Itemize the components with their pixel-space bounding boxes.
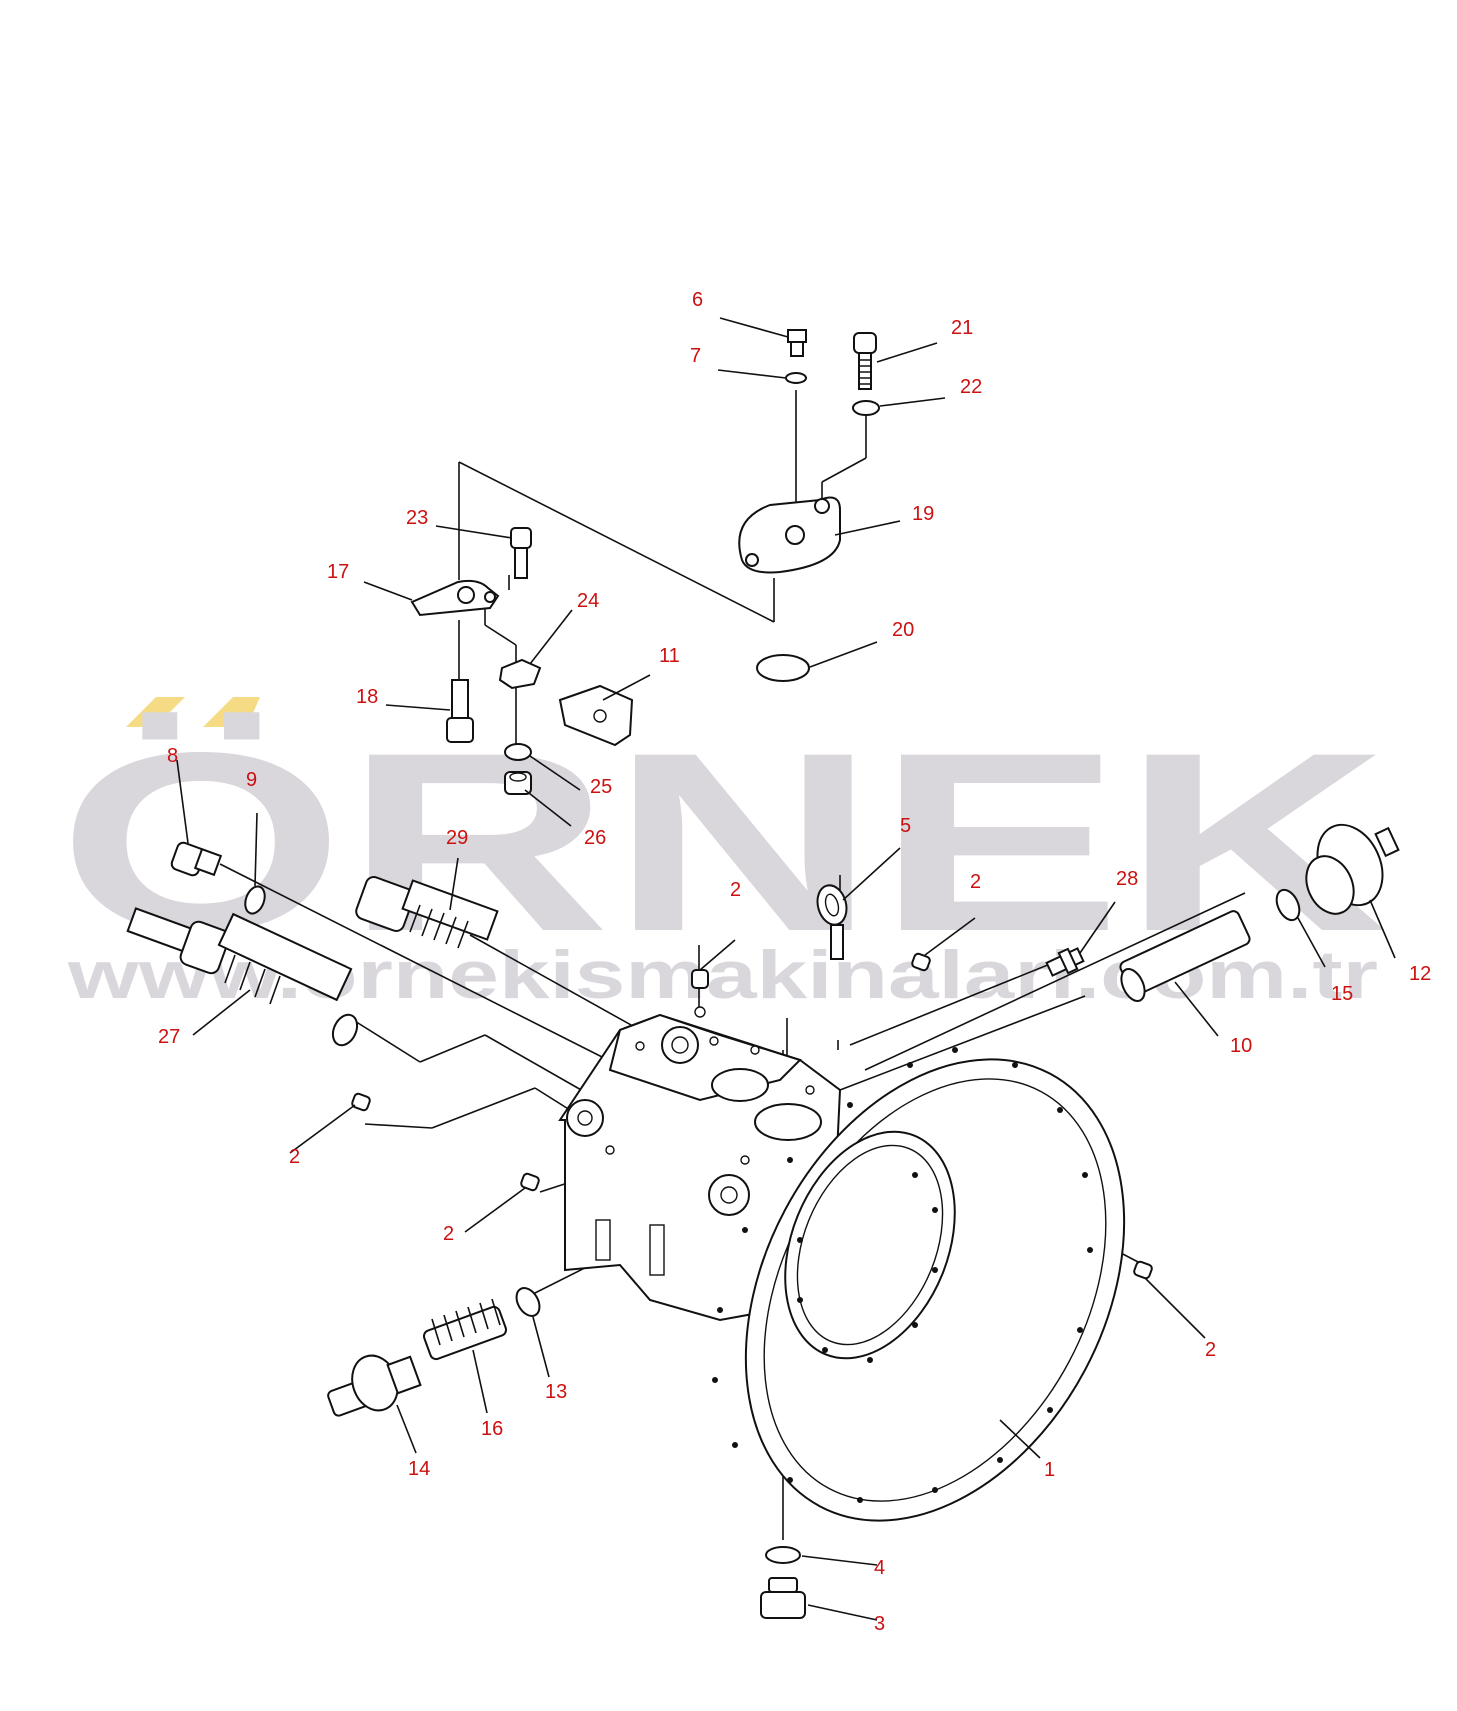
parts [126, 329, 1400, 1619]
callout-2: 2 [1205, 1339, 1216, 1361]
part-14-plug [327, 1354, 422, 1417]
part-11-block [558, 684, 634, 747]
part-17-lever [410, 579, 500, 617]
callout-23: 23 [406, 507, 428, 529]
callout-4: 4 [874, 1557, 885, 1579]
part-25-washer [504, 743, 532, 761]
callout-27: 27 [158, 1026, 180, 1048]
part-22-washer [852, 400, 880, 416]
part-4-oring [765, 1546, 801, 1564]
callout-3: 3 [874, 1613, 885, 1635]
callout-6: 6 [692, 289, 703, 311]
callout-28: 28 [1116, 868, 1138, 890]
callout-5: 5 [900, 815, 911, 837]
callout-2: 2 [730, 879, 741, 901]
callout-16: 16 [481, 1418, 503, 1440]
part-26-nut [504, 771, 532, 795]
part-21-bolt [853, 332, 877, 390]
callout-9: 9 [246, 769, 257, 791]
callout-15: 15 [1331, 983, 1353, 1005]
callout-labels: 1 2 2 2 2 2 3 4 5 6 7 8 9 10 11 12 13 14… [158, 289, 1431, 1635]
part-8-plug [170, 841, 223, 877]
callout-29: 29 [446, 827, 468, 849]
part-10-sleeve [1119, 910, 1251, 1002]
callout-19: 19 [912, 503, 934, 525]
callout-17: 17 [327, 561, 349, 583]
callout-2: 2 [289, 1146, 300, 1168]
callout-13: 13 [545, 1381, 567, 1403]
leader-lines [176, 317, 1396, 1621]
callout-18: 18 [356, 686, 378, 708]
part-20-oring [756, 654, 810, 682]
part-5-eyebolt [816, 884, 848, 960]
part-13-oring [515, 1287, 541, 1317]
callout-25: 25 [590, 776, 612, 798]
part-23-pin [510, 527, 532, 579]
part-19-cover [738, 496, 841, 574]
part-9-oring [244, 885, 266, 915]
part-16-spring [422, 1298, 508, 1361]
callout-7: 7 [690, 345, 701, 367]
callout-2: 2 [443, 1223, 454, 1245]
callout-10: 10 [1230, 1035, 1252, 1057]
part-18-bolt [446, 679, 474, 743]
watermark-umlaut-left [126, 697, 185, 727]
callout-1: 1 [1044, 1459, 1055, 1481]
part-28-fitting [1045, 947, 1085, 977]
part-15-oring [1275, 888, 1301, 922]
part-6-bolt [787, 329, 807, 357]
part-12-plug [1305, 823, 1400, 915]
callout-14: 14 [408, 1458, 430, 1480]
part-3-plug [760, 1577, 806, 1619]
callout-2: 2 [970, 871, 981, 893]
callout-21: 21 [951, 317, 973, 339]
watermark-umlaut-right [203, 697, 260, 727]
callout-8: 8 [167, 745, 178, 767]
part-27-spool [126, 907, 359, 1047]
callout-20: 20 [892, 619, 914, 641]
part-7-oring [785, 372, 807, 384]
callout-22: 22 [960, 376, 982, 398]
pump-housing [558, 1006, 1126, 1522]
part-24-nut [498, 658, 542, 690]
part-2-plugs [351, 952, 1153, 1280]
callout-26: 26 [584, 827, 606, 849]
callout-12: 12 [1409, 963, 1431, 985]
callout-24: 24 [577, 590, 599, 612]
callout-11: 11 [659, 645, 680, 667]
